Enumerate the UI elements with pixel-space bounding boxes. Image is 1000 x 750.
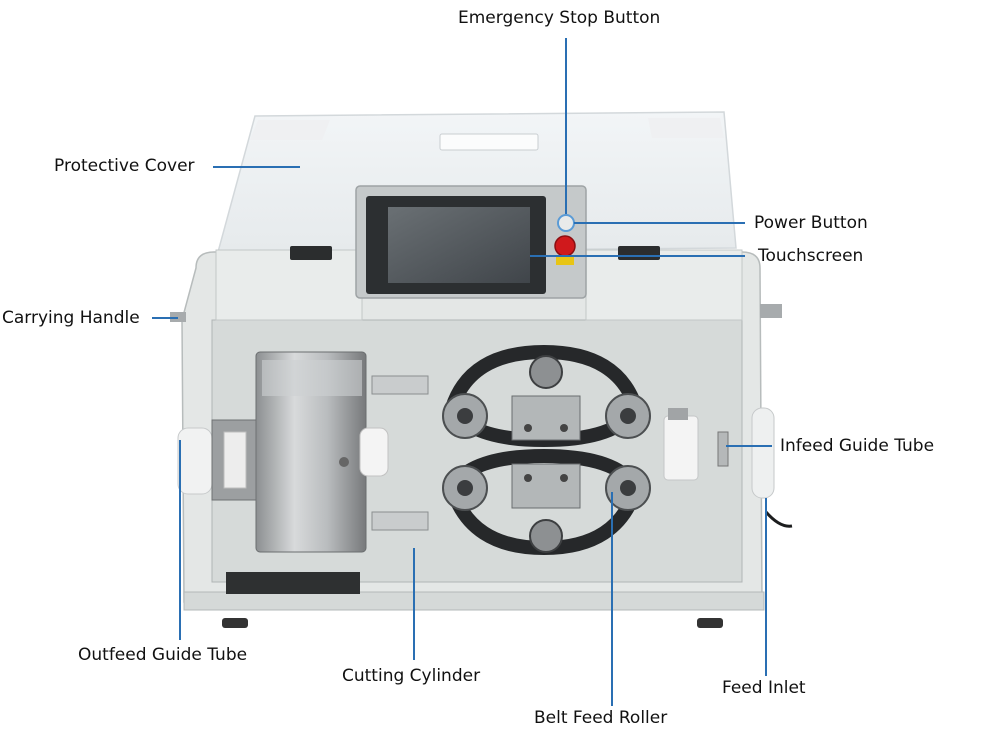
label-touchscreen: Touchscreen — [758, 246, 864, 266]
power-button[interactable] — [557, 214, 575, 232]
label-infeed-guide-tube: Infeed Guide Tube — [780, 436, 935, 456]
label-feed-inlet: Feed Inlet — [722, 678, 806, 698]
label-belt-feed-roller: Belt Feed Roller — [534, 708, 668, 728]
protective-cover — [217, 111, 737, 253]
feed-inlet — [751, 407, 793, 528]
cutting-cylinder — [255, 351, 429, 553]
label-carrying-handle: Carrying Handle — [2, 308, 140, 328]
label-protective-cover: Protective Cover — [54, 156, 195, 176]
emergency-stop-button[interactable] — [554, 235, 576, 257]
label-cutting-cylinder: Cutting Cylinder — [342, 666, 481, 686]
leader-lines — [152, 38, 772, 706]
belt-feed-roller — [442, 344, 651, 556]
label-power-button: Power Button — [754, 213, 868, 233]
infeed-guide-tube — [663, 408, 729, 481]
outfeed-guide-tube — [177, 419, 257, 501]
label-outfeed-guide-tube: Outfeed Guide Tube — [78, 645, 248, 665]
touchscreen[interactable] — [388, 207, 530, 283]
label-emergency-stop-button: Emergency Stop Button — [458, 8, 661, 28]
touchscreen-housing — [355, 185, 587, 299]
